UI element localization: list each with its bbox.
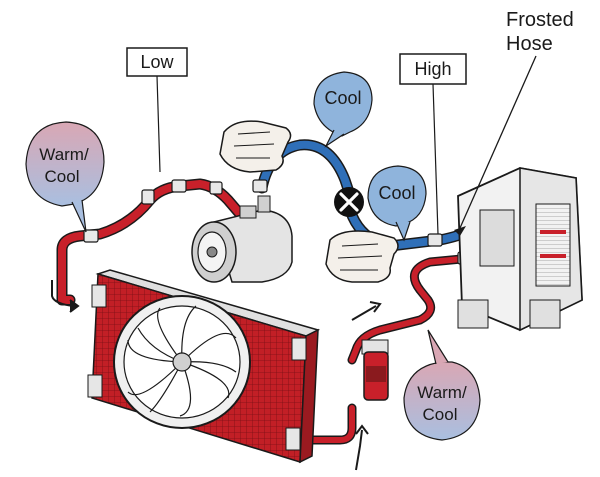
frosted-label-line2: Hose — [506, 33, 553, 55]
high-side-red-hose — [347, 253, 477, 365]
cool-bubble-mid: Cool — [367, 165, 427, 242]
condenser — [87, 269, 321, 464]
cool-label-mid: Cool — [378, 183, 415, 203]
warm-cool-bubble-right: Warm/ Cool — [403, 329, 481, 441]
cool-label-top: Cool — [324, 88, 361, 108]
low-label: Low — [140, 52, 174, 72]
liquid-red-hose — [295, 403, 357, 445]
x-circle-icon — [334, 187, 364, 217]
hand-icon — [325, 230, 399, 283]
drier-icon — [361, 339, 389, 401]
cool-bubble-top: Cool — [313, 71, 373, 148]
fan-icon — [113, 295, 251, 429]
hand-icon — [219, 120, 292, 173]
warm-right-line1: Warm/ — [417, 383, 467, 402]
compressor-icon — [191, 195, 293, 283]
warm-cool-bubble-left: Warm/ Cool — [25, 121, 105, 233]
low-pressure-callout: Low — [126, 47, 188, 173]
warm-left-line2: Cool — [45, 167, 80, 186]
frosted-label-line1: Frosted — [506, 9, 574, 31]
flow-arrows — [51, 280, 382, 471]
warm-left-line1: Warm/ — [39, 145, 89, 164]
evaporator-icon — [457, 167, 583, 332]
high-label: High — [414, 59, 451, 79]
high-pressure-callout: High — [399, 53, 467, 235]
warm-right-line2: Cool — [423, 405, 458, 424]
frosted-hose-callout: Frosted Hose — [454, 9, 574, 236]
